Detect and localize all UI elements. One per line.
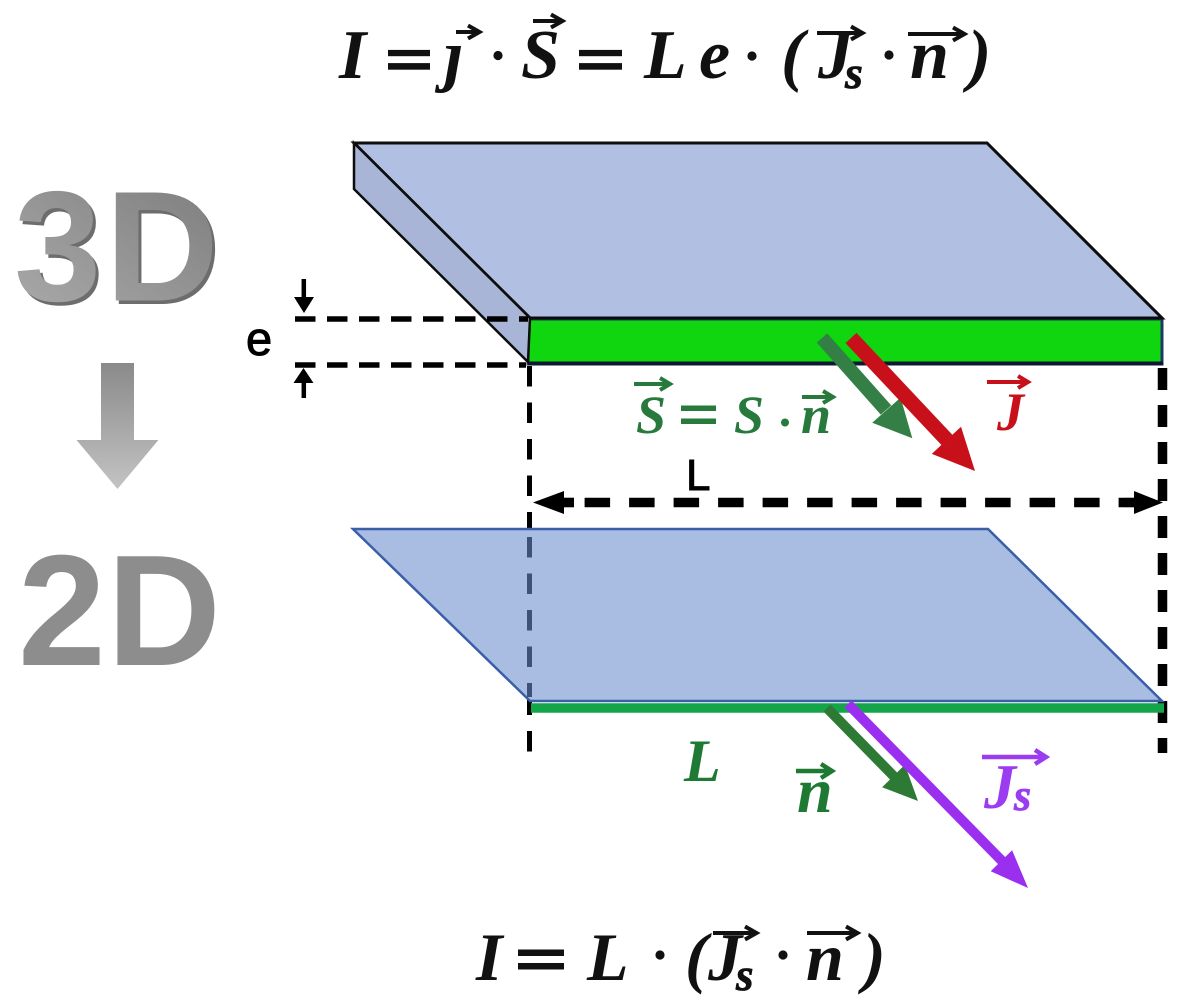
svg-text:S: S <box>636 385 666 445</box>
svg-text:s: s <box>735 950 754 1000</box>
svg-text:n: n <box>910 17 949 94</box>
svg-text:S: S <box>521 17 560 94</box>
svg-text:I: I <box>475 919 505 995</box>
svg-text:2D: 2D <box>18 523 222 699</box>
svg-text:3D: 3D <box>17 163 226 338</box>
svg-text:J: J <box>817 17 855 94</box>
svg-text:J: J <box>996 382 1026 442</box>
svg-text:L: L <box>586 919 629 995</box>
svg-text:I: I <box>338 17 369 94</box>
svg-text:s: s <box>844 47 863 98</box>
svg-text:L: L <box>643 17 687 94</box>
svg-text:s: s <box>1013 771 1031 820</box>
svg-text:e: e <box>246 312 272 365</box>
svg-text:3D: 3D <box>14 160 223 335</box>
svg-text:S: S <box>734 385 764 445</box>
svg-text:J: J <box>983 751 1018 822</box>
svg-text:e: e <box>699 17 730 94</box>
svg-text:n: n <box>806 919 844 995</box>
svg-text:L: L <box>686 451 710 500</box>
svg-text:L: L <box>683 728 721 794</box>
svg-text:(: ( <box>685 919 712 995</box>
